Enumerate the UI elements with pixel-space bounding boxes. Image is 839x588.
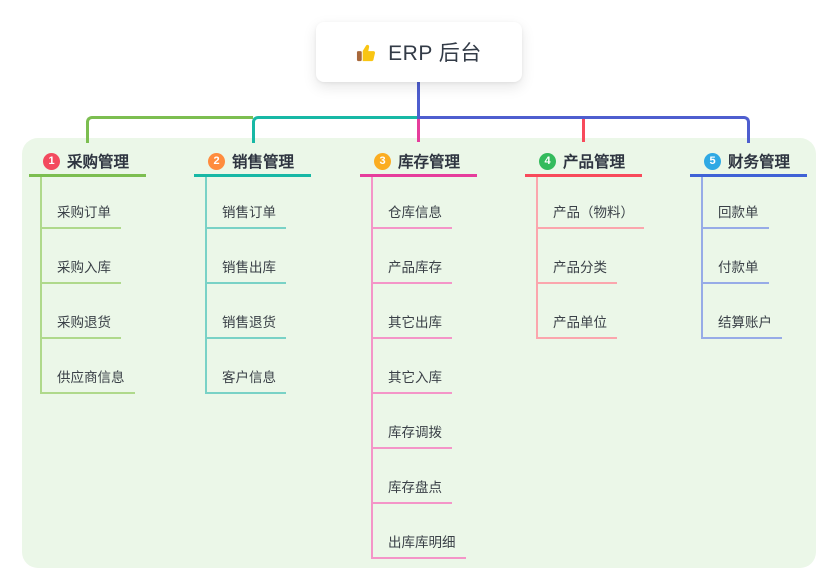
child-row: 付款单 [703, 229, 782, 284]
child-row: 其它入库 [373, 339, 466, 394]
child-node[interactable]: 销售订单 [207, 201, 286, 229]
child-row: 仓库信息 [373, 177, 466, 229]
branch-header-purchase[interactable]: 1 采购管理 [29, 148, 146, 177]
branch-header-inventory[interactable]: 3 库存管理 [360, 148, 477, 177]
branch-children-product: 产品（物料） 产品分类 产品单位 [536, 177, 644, 339]
branch-badge: 3 [374, 152, 391, 170]
child-row: 其它出库 [373, 284, 466, 339]
child-row: 库存调拨 [373, 394, 466, 449]
child-node[interactable]: 其它出库 [373, 311, 452, 339]
child-node[interactable]: 库存盘点 [373, 476, 452, 504]
connector-branch-1-elbow [86, 116, 253, 143]
child-node[interactable]: 库存调拨 [373, 421, 452, 449]
thumbs-up-icon [357, 44, 376, 61]
child-row: 产品（物料） [538, 177, 644, 229]
child-node[interactable]: 采购退货 [42, 311, 121, 339]
branch-title: 财务管理 [728, 154, 791, 171]
child-node[interactable]: 销售退货 [207, 311, 286, 339]
child-row: 销售退货 [207, 284, 286, 339]
child-node[interactable]: 供应商信息 [42, 366, 135, 394]
connector-branch-3-drop [417, 119, 420, 142]
connector-branch-2-elbow [252, 116, 418, 143]
root-node[interactable]: ERP 后台 [316, 22, 522, 82]
branch-children-inventory: 仓库信息 产品库存 其它出库 其它入库 库存调拨 库存盘点 出库库明细 [371, 177, 466, 559]
branch-badge: 2 [208, 152, 225, 170]
child-row: 采购订单 [42, 177, 135, 229]
child-node[interactable]: 产品（物料） [538, 201, 644, 229]
child-row: 供应商信息 [42, 339, 135, 394]
branch-header-finance[interactable]: 5 财务管理 [690, 148, 807, 177]
child-row: 回款单 [703, 177, 782, 229]
branch-header-product[interactable]: 4 产品管理 [525, 148, 642, 177]
child-node[interactable]: 采购入库 [42, 256, 121, 284]
child-node[interactable]: 采购订单 [42, 201, 121, 229]
child-node[interactable]: 付款单 [703, 256, 769, 284]
branch-title: 产品管理 [563, 154, 626, 171]
child-row: 采购退货 [42, 284, 135, 339]
branch-header-sales[interactable]: 2 销售管理 [194, 148, 311, 177]
child-node[interactable]: 客户信息 [207, 366, 286, 394]
branch-badge: 4 [539, 152, 556, 170]
child-node[interactable]: 销售出库 [207, 256, 286, 284]
child-node[interactable]: 结算账户 [703, 311, 782, 339]
branch-children-purchase: 采购订单 采购入库 采购退货 供应商信息 [40, 177, 135, 394]
branch-title: 库存管理 [398, 154, 461, 171]
content-panel [22, 138, 816, 568]
connector-root-line [417, 82, 420, 119]
connector-branch-4-drop [582, 119, 585, 142]
branch-children-finance: 回款单 付款单 结算账户 [701, 177, 782, 339]
child-node[interactable]: 其它入库 [373, 366, 452, 394]
child-row: 销售出库 [207, 229, 286, 284]
child-row: 客户信息 [207, 339, 286, 394]
child-row: 库存盘点 [373, 449, 466, 504]
child-node[interactable]: 产品单位 [538, 311, 617, 339]
branch-badge: 1 [43, 152, 60, 170]
child-row: 出库库明细 [373, 504, 466, 559]
child-node[interactable]: 出库库明细 [373, 531, 466, 559]
child-row: 产品分类 [538, 229, 644, 284]
child-node[interactable]: 产品分类 [538, 256, 617, 284]
branch-badge: 5 [704, 152, 721, 170]
child-node[interactable]: 产品库存 [373, 256, 452, 284]
child-row: 销售订单 [207, 177, 286, 229]
branch-children-sales: 销售订单 销售出库 销售退货 客户信息 [205, 177, 286, 394]
child-node[interactable]: 仓库信息 [373, 201, 452, 229]
child-row: 结算账户 [703, 284, 782, 339]
root-label: ERP 后台 [388, 42, 482, 65]
child-node[interactable]: 回款单 [703, 201, 769, 229]
child-row: 采购入库 [42, 229, 135, 284]
branch-title: 销售管理 [232, 154, 295, 171]
branch-title: 采购管理 [67, 154, 130, 171]
child-row: 产品单位 [538, 284, 644, 339]
connector-branch-5-elbow [417, 116, 750, 143]
child-row: 产品库存 [373, 229, 466, 284]
